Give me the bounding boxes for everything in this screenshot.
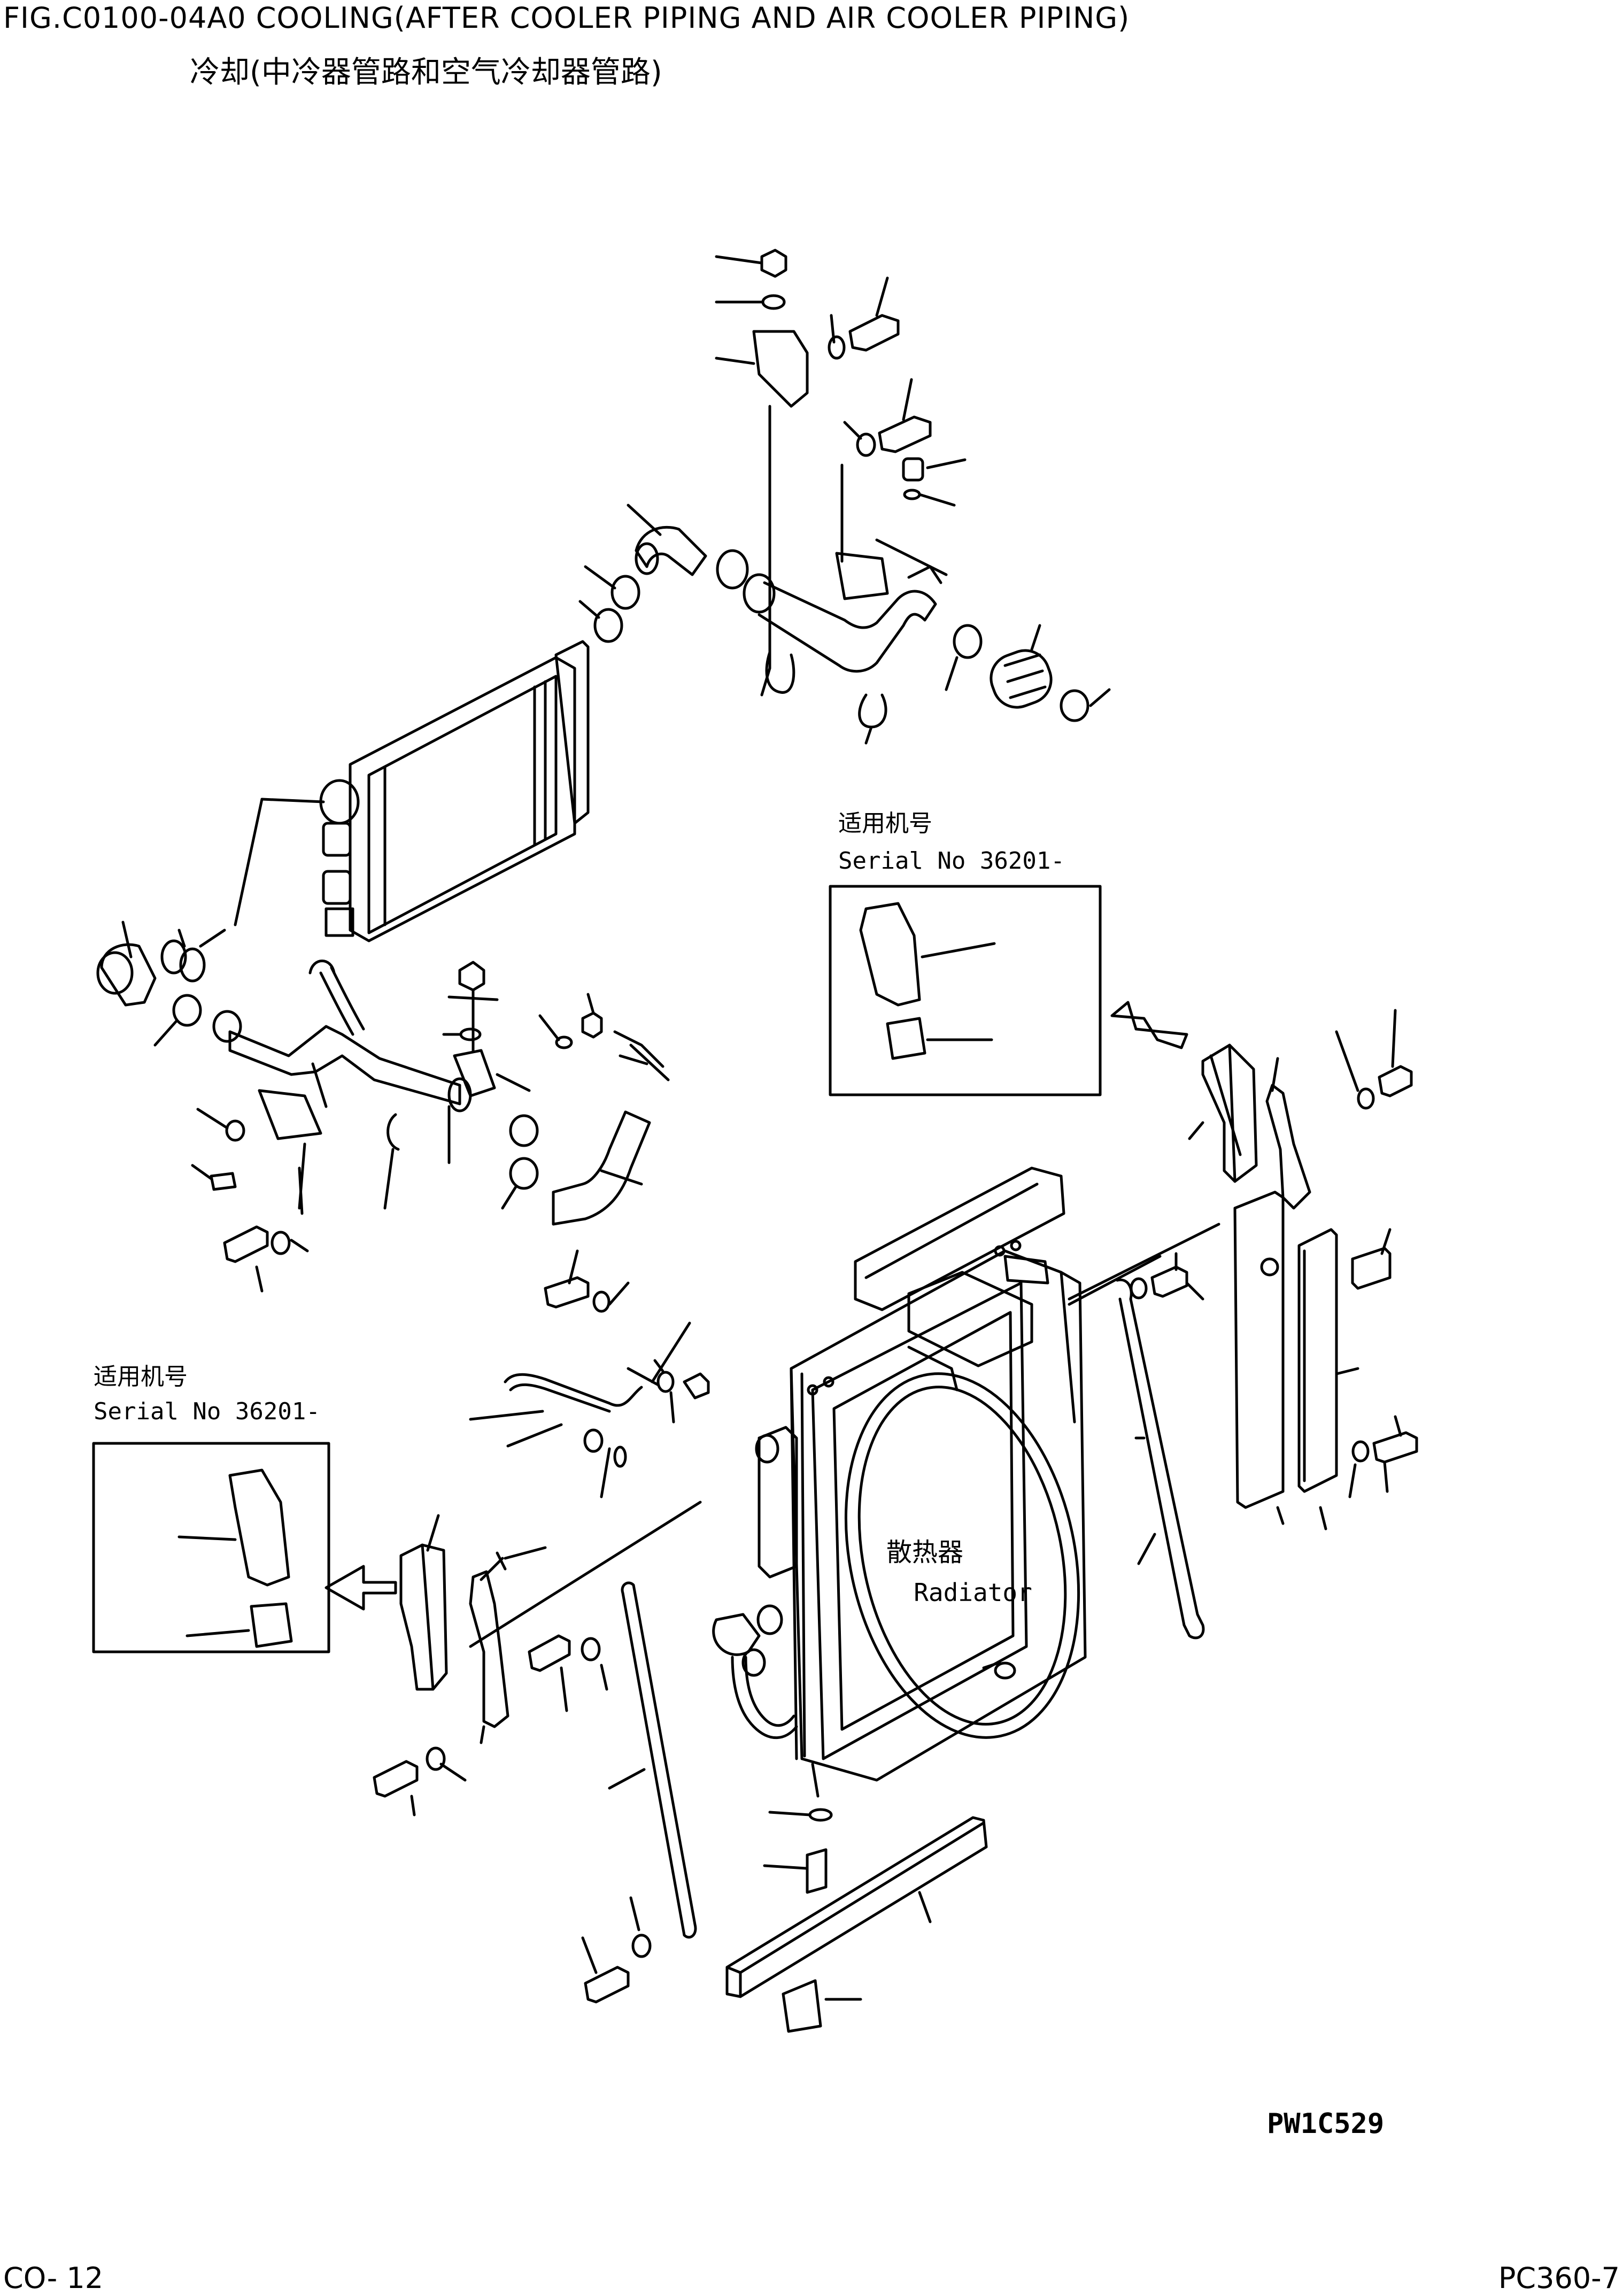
serial-box-right-label-cn: 适用机号 [838,810,932,837]
air-cooler-core [234,640,590,942]
radiator-assembly [712,1166,1220,1894]
left-side-brackets [373,1501,702,1816]
figure-subtitle: 冷却(中冷器管路和空气冷却器管路) [190,55,662,90]
lower-aftercooler-piping [96,921,472,1293]
serial-box-left-serial: Serial No 36201- [94,1398,320,1425]
radiator-label-en: Radiator [914,1578,1032,1607]
radiator-hose-fittings [469,1249,710,1498]
figure-title: FIG.C0100-04A0 COOLING(AFTER COOLER PIPI… [3,1,1130,35]
serial-inset-left [92,1442,330,1653]
machine-model: PC360-7 [1498,2261,1620,2295]
serial-box-right-serial: Serial No 36201- [838,847,1065,875]
drawing-code: PW1C529 [1267,2108,1384,2140]
bottom-seal [725,1816,988,2033]
upper-aftercooler-piping [578,463,1111,745]
inset-arrows [324,1001,1188,1611]
top-fastener-stack [715,249,967,670]
stay-rods [581,1252,1205,2004]
page-reference: CO- 12 [3,2261,104,2295]
right-inset-arrow [1110,1001,1188,1049]
serial-inset-right [829,885,1102,1096]
serial-box-left-label-cn: 适用机号 [94,1363,188,1390]
radiator-label-cn: 散热器 [886,1537,963,1567]
bracket-fasteners [442,961,670,1226]
left-inset-arrow [324,1565,397,1611]
right-side-brackets [1188,1009,1418,1530]
